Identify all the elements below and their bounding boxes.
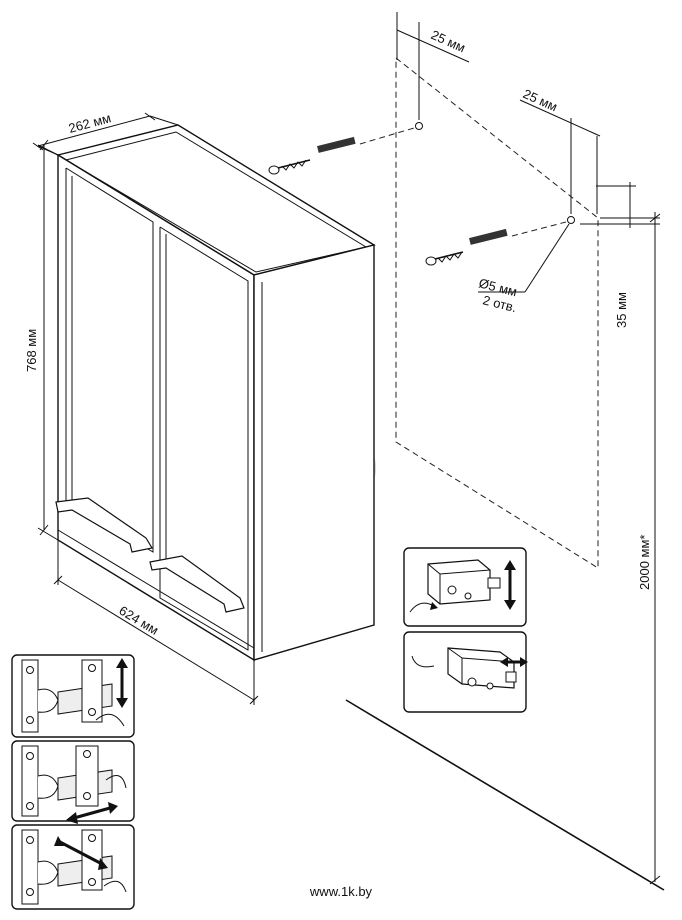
mounting-hole-left bbox=[415, 122, 423, 130]
hinge-panel-side-adjust bbox=[11, 740, 135, 824]
cabinet-dimension-lines bbox=[32, 112, 259, 705]
cabinet-illustration bbox=[55, 124, 376, 662]
mount-height-label: 2000 мм* bbox=[637, 535, 652, 590]
hinge-panel-vertical-adjust bbox=[11, 654, 135, 738]
watermark-url: www.1k.by bbox=[309, 884, 373, 899]
hole-vertical-offset-label: 35 мм bbox=[614, 292, 629, 328]
bracket-panel-vertical-adjust bbox=[403, 547, 527, 627]
bracket-panel-depth-adjust bbox=[403, 631, 528, 713]
screw-dowel-lower bbox=[425, 221, 567, 266]
floor-and-height bbox=[345, 212, 665, 891]
mounting-hole-right bbox=[567, 216, 575, 224]
screw-dowel-upper bbox=[268, 127, 415, 175]
wall-template bbox=[395, 12, 660, 569]
hole-top-offset-label: 25 мм bbox=[429, 27, 468, 55]
hinge-panel-depth-adjust bbox=[11, 824, 135, 910]
height-dimension-label: 768 мм bbox=[24, 329, 39, 372]
hole-side-offset-label: 25 мм bbox=[521, 86, 560, 114]
